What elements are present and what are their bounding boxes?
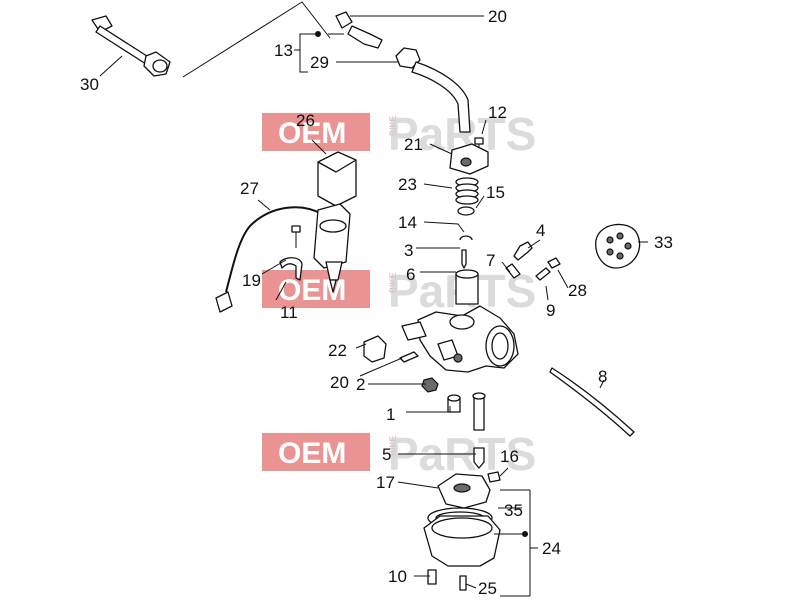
part-20-screw (399, 351, 419, 363)
part-carburetor-body (401, 305, 519, 373)
part-2-nut (421, 377, 439, 393)
label-10: 10 (388, 567, 407, 586)
label-9: 9 (546, 301, 555, 320)
part-jet-tube (472, 392, 486, 431)
label-30: 30 (80, 75, 99, 94)
label-17: 17 (376, 473, 395, 492)
label-16: 16 (500, 447, 519, 466)
watermark-oem-text: OEM (278, 437, 346, 470)
watermark-oem-text: OEM (278, 117, 346, 150)
part-14-circlip (459, 235, 473, 241)
watermark-bike-text: BIKE (388, 115, 398, 136)
label-23: 23 (398, 175, 417, 194)
label-2: 2 (356, 375, 365, 394)
callout-labels: 20 13 29 30 12 26 21 23 15 27 14 4 33 3 … (80, 7, 673, 598)
part-10-screw (427, 569, 437, 585)
part-8-hose (549, 367, 635, 437)
label-27: 27 (240, 179, 259, 198)
leader-30-20 (182, 1, 331, 78)
part-33-cover (595, 223, 641, 269)
label-8: 8 (598, 367, 607, 386)
label-1: 1 (386, 405, 395, 424)
label-20-lower: 20 (330, 373, 349, 392)
label-25: 25 (478, 579, 497, 598)
part-22-fitting (363, 335, 387, 363)
label-33: 33 (654, 233, 673, 252)
label-14: 14 (398, 213, 417, 232)
part-7-spring (505, 263, 521, 279)
part-20-top-fitting (335, 11, 383, 49)
part-30-cable-rod (91, 15, 171, 77)
label-4: 4 (536, 221, 545, 240)
leader-lines (99, 15, 648, 597)
label-12: 12 (488, 103, 507, 122)
label-13: 13 (274, 41, 293, 60)
part-17-float (437, 473, 491, 509)
part-4-screw (513, 241, 533, 261)
part-3-needle (461, 249, 467, 269)
part-24-float-bowl (423, 515, 501, 567)
part-25-screw (459, 575, 467, 591)
part-29-nut-pipe (395, 47, 471, 133)
label-35: 35 (504, 501, 523, 520)
watermark-bike-text: BIKE (388, 435, 398, 456)
watermark-top: OEM BIKE PaRTS (262, 108, 536, 160)
dot-24 (522, 531, 528, 537)
part-6-slide (455, 269, 479, 305)
label-24: 24 (542, 539, 561, 558)
label-29: 29 (310, 53, 329, 72)
label-5: 5 (382, 445, 391, 464)
part-26-cap (317, 151, 357, 207)
watermark-middle: OEM BIKE PaRTS (262, 265, 536, 317)
part-1-jet (447, 394, 461, 413)
label-20-top: 20 (488, 7, 507, 26)
part-15-washer (457, 206, 475, 216)
label-6: 6 (406, 265, 415, 284)
label-19: 19 (242, 271, 261, 290)
part-27-choke-wire (215, 203, 351, 313)
label-11: 11 (280, 303, 298, 322)
part-19-clip (279, 225, 303, 281)
label-28: 28 (568, 281, 587, 300)
dot-13 (315, 31, 321, 37)
label-26: 26 (296, 111, 315, 130)
label-3: 3 (404, 241, 413, 260)
label-22: 22 (328, 341, 347, 360)
watermark-bike-text: BIKE (388, 272, 398, 293)
part-21-cap (449, 143, 489, 175)
label-7: 7 (486, 251, 495, 270)
part-16-pin (487, 471, 501, 483)
label-15: 15 (486, 183, 505, 202)
label-21: 21 (404, 135, 423, 154)
part-28-screw (535, 257, 561, 281)
part-5-float-needle (473, 447, 485, 469)
part-23-spring (455, 177, 479, 205)
